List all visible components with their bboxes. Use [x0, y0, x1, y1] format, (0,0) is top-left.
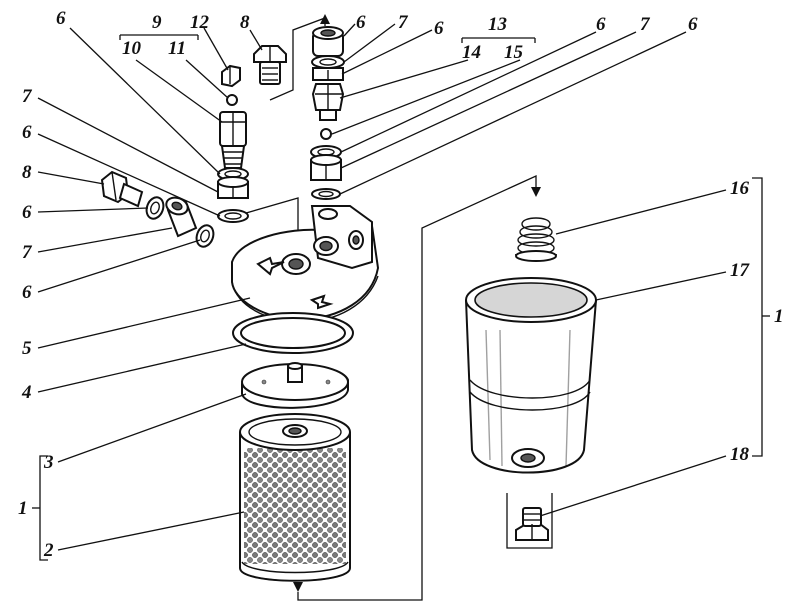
housing-17 [465, 277, 597, 474]
washer-6-left-b [195, 224, 215, 248]
valve-body-10 [219, 111, 247, 169]
label-14: 14 [462, 42, 481, 63]
plug-8-top [253, 45, 287, 85]
drain-plug-18 [515, 507, 549, 541]
valve-body-14 [311, 83, 345, 121]
label-2: 2 [43, 540, 54, 561]
washer-6-upper-right [311, 55, 345, 69]
filter-cover-5 [231, 205, 380, 323]
group-bracket-1-right [752, 177, 770, 457]
leader-lines [37, 23, 727, 551]
group-bracket-9 [119, 34, 199, 40]
label-6-a: 6 [56, 8, 66, 29]
washer-6-left-a [145, 196, 165, 220]
label-1-left: 1 [18, 498, 28, 519]
nut-7-top-left [217, 176, 249, 199]
ball-15 [320, 128, 332, 140]
label-6-c: 6 [434, 18, 444, 39]
washer-6-low-right [311, 188, 341, 200]
top-plate-3 [241, 362, 349, 409]
label-7-c: 7 [22, 86, 33, 107]
label-15: 15 [504, 42, 524, 63]
label-8-top: 8 [240, 12, 250, 33]
part-labels: 6 9 12 8 10 11 6 7 6 13 14 15 6 7 6 7 6 … [18, 8, 784, 561]
label-9: 9 [152, 12, 162, 33]
washer-6-mid-left [217, 209, 249, 223]
nut-7-upper-right [312, 67, 344, 81]
nut-7-left [165, 196, 198, 238]
label-6-g: 6 [22, 202, 32, 223]
label-16: 16 [730, 178, 750, 199]
label-1-right: 1 [774, 306, 784, 327]
filter-element-2 [239, 413, 351, 582]
label-12: 12 [190, 12, 210, 33]
group-bracket-1-left [32, 455, 48, 561]
valve-cap-top-right [312, 26, 344, 57]
label-7-b: 7 [640, 14, 651, 35]
label-7-a: 7 [398, 12, 409, 33]
label-5: 5 [22, 338, 32, 359]
label-6-f: 6 [22, 122, 32, 143]
label-6-d: 6 [596, 14, 606, 35]
nut-7-mid-right [310, 154, 342, 181]
label-4: 4 [21, 382, 32, 403]
ball-11 [226, 94, 238, 106]
label-18: 18 [730, 444, 750, 465]
label-17: 17 [730, 260, 751, 281]
label-6-b: 6 [356, 12, 366, 33]
label-7-d: 7 [22, 242, 33, 263]
label-8-left: 8 [22, 162, 32, 183]
spring-16 [515, 217, 557, 262]
label-3: 3 [43, 452, 54, 473]
plug-12 [221, 64, 241, 88]
label-11: 11 [168, 38, 186, 59]
label-13: 13 [488, 14, 507, 35]
group-bracket-13 [461, 37, 536, 43]
plug-8-left [100, 170, 144, 208]
label-6-h: 6 [22, 282, 32, 303]
label-6-e: 6 [688, 14, 698, 35]
label-10: 10 [122, 38, 142, 59]
o-ring-4 [232, 312, 354, 354]
